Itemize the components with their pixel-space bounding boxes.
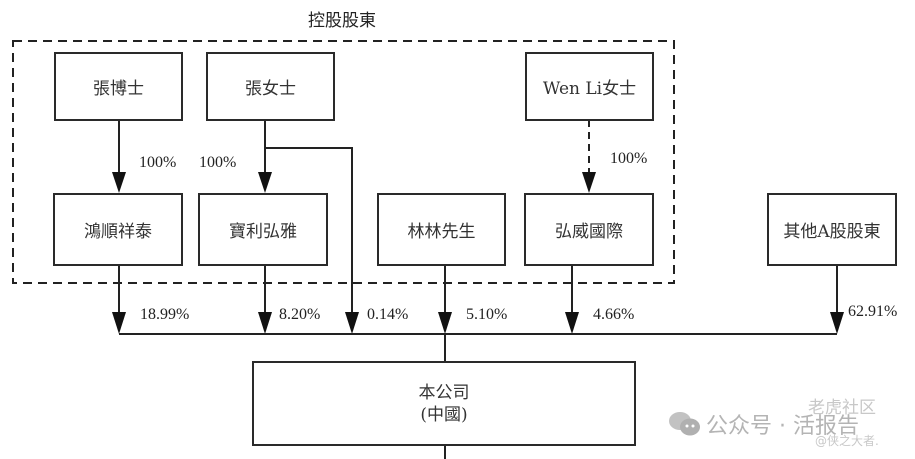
pct-hongshun: 18.99% [140,306,190,323]
node-dr-zhang: 張博士 [54,52,183,121]
node-hongwei: 弘威國際 [524,193,654,266]
node-hongshun: 鴻順祥泰 [53,193,183,266]
node-other-a-shareholders: 其他A股股東 [767,193,897,266]
pct-mszhang-direct: 0.14% [367,306,409,323]
node-company: 本公司 (中國) [252,361,636,446]
watermark-text-2: 老虎社区 [808,398,876,418]
watermark-text-3: @侠之大者. [815,434,879,448]
arrow-mszhang-direct [345,312,359,334]
pct-wenli-hongwei: 100% [610,150,648,167]
arrow-linlin-down [438,312,452,334]
node-wen-li: Wen Li女士 [525,52,654,121]
pct-other-a: 62.91% [848,303,898,320]
pct-drzhang-hongshun: 100% [139,154,177,171]
node-ms-zhang: 張女士 [206,52,335,121]
arrow-wenli-hongwei [582,172,596,193]
arrow-mszhang-baoli [258,172,272,193]
pct-hongwei: 4.66% [593,306,635,323]
company-location: (中國) [420,404,468,425]
arrow-baoli-down [258,312,272,334]
arrow-hongshun-down [112,312,126,334]
node-linlin: 林林先生 [377,193,506,266]
line-mszhang-direct [265,147,353,316]
wechat-icon [669,412,700,436]
pct-linlin: 5.10% [466,306,508,323]
pct-mszhang-baoli: 100% [199,154,237,171]
company-name: 本公司 [418,382,470,403]
node-baoli: 寶利弘雅 [198,193,328,266]
arrow-other-down [830,312,844,334]
arrow-hongwei-down [565,312,579,334]
pct-baoli: 8.20% [279,306,321,323]
group-title: 控股股東 [308,11,376,31]
watermark-text-1: 公众号 · 活报告 [706,414,859,439]
controlling-group-frame [12,40,675,284]
arrow-drzhang-hongshun [112,172,126,193]
